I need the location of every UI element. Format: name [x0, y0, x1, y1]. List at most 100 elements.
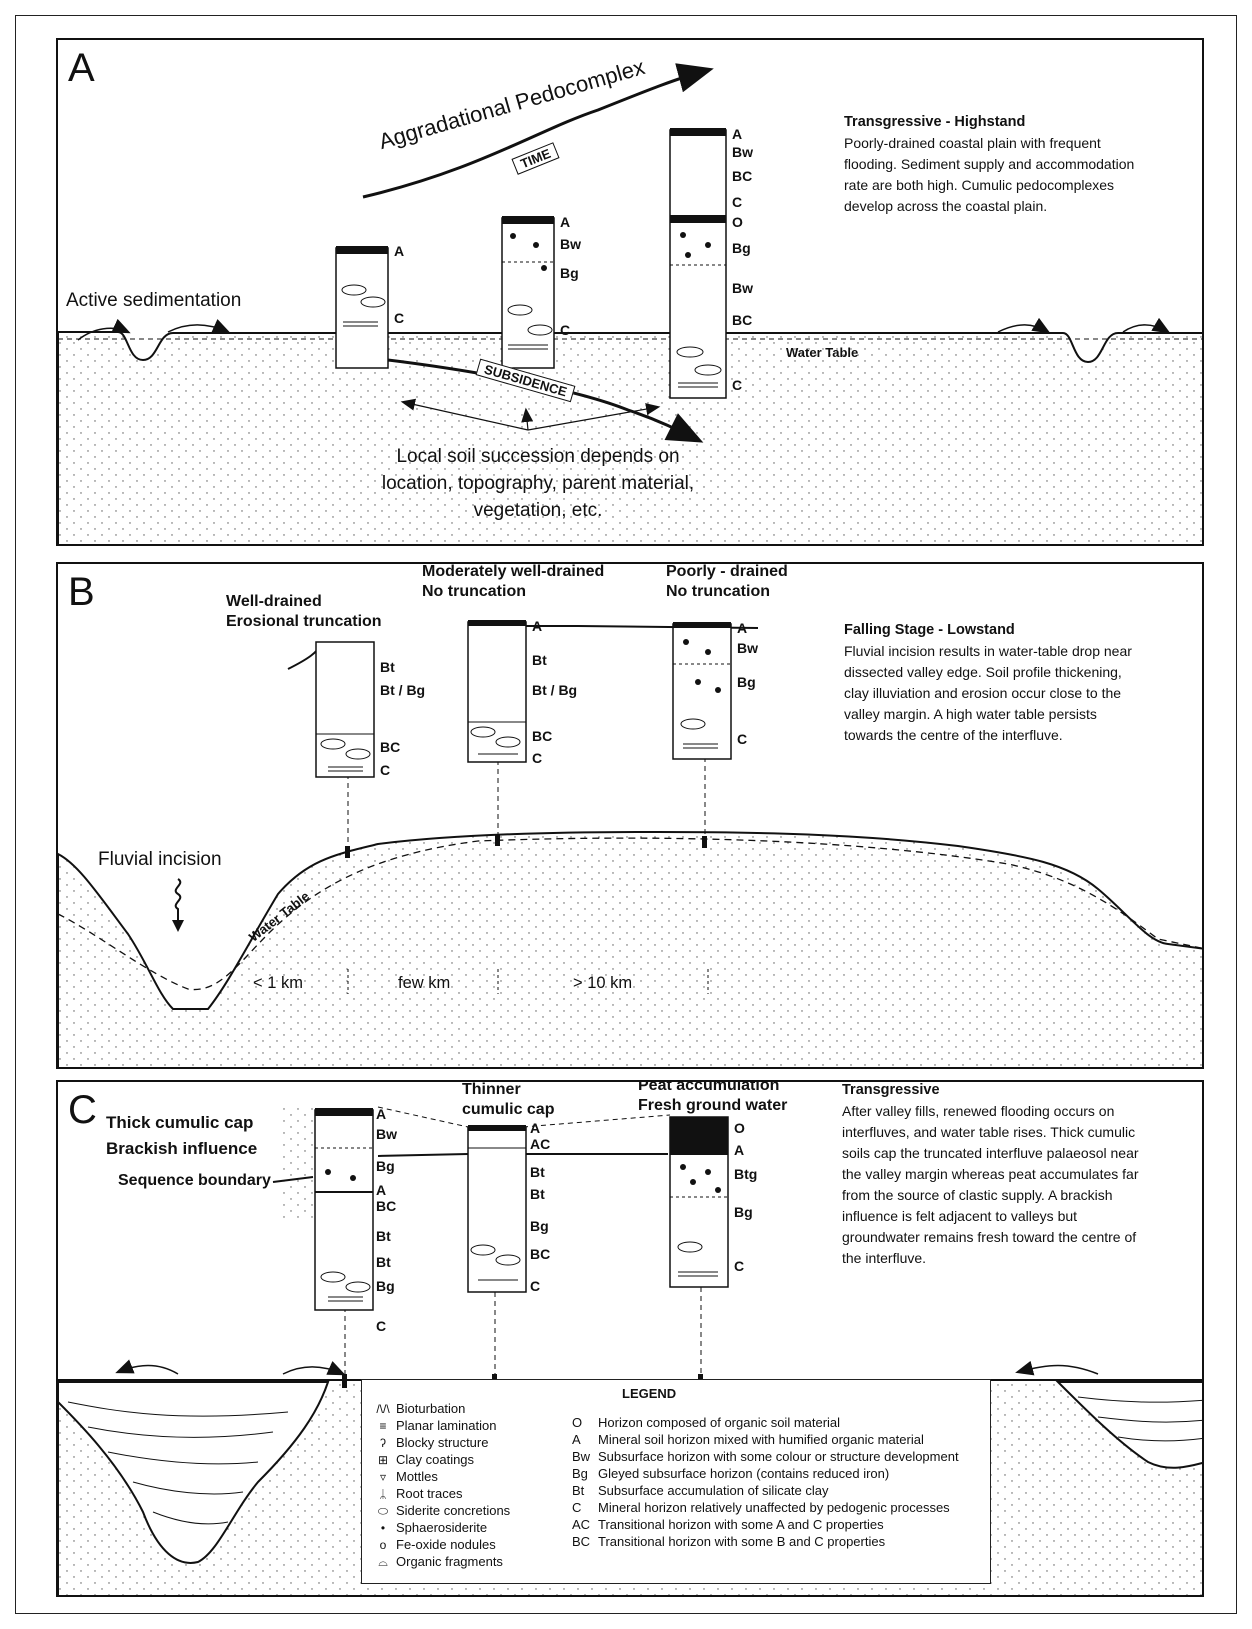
bioturbation-icon: /\/\	[376, 1402, 390, 1416]
organic-fragment-icon: ⌓	[378, 1555, 388, 1569]
distance-1: < 1 km	[253, 974, 303, 992]
soil-column-3	[669, 128, 727, 399]
clay-coating-icon: ⊞	[377, 1453, 389, 1467]
horizon-label: Bw	[560, 236, 581, 252]
horizon-label: Bw	[376, 1126, 397, 1142]
water-table-line	[58, 837, 1202, 991]
horizon-label: BC	[532, 728, 553, 744]
aggradation-arrow	[362, 63, 714, 199]
horizon-label: A	[530, 1120, 541, 1136]
horizon-label: Btg	[734, 1166, 758, 1182]
ground-surface	[58, 331, 1202, 544]
soil-column-c2	[467, 1125, 527, 1293]
legend-box: LEGEND /\/\Bioturbation ≡Planar laminati…	[361, 1379, 991, 1584]
horizon-label: Bt / Bg	[380, 682, 426, 698]
siderite-icon: ⬭	[377, 1504, 389, 1518]
sequence-boundary-label: Sequence boundary	[118, 1172, 271, 1189]
horizon-label: A	[376, 1106, 387, 1122]
horizon-label: C	[560, 322, 571, 338]
horizon-label: O	[734, 1120, 745, 1136]
distance-2: few km	[398, 974, 451, 992]
horizon-label: Bg	[530, 1218, 549, 1234]
sphaerosiderite-icon: •	[380, 1521, 386, 1535]
soil-column-1	[335, 246, 389, 369]
blocky-icon: ʔ	[380, 1436, 386, 1450]
soil-column-b1	[315, 641, 375, 778]
horizon-label: A	[394, 243, 405, 259]
horizon-label: Bg	[732, 240, 751, 256]
panel-b-drawing	[58, 620, 1202, 1067]
fe-oxide-icon: o	[379, 1538, 387, 1552]
figure-frame	[15, 15, 1237, 1614]
horizon-label: A	[560, 214, 571, 230]
legend-item: ▿Mottles	[370, 1468, 510, 1485]
left-valley-fill	[58, 1381, 330, 1564]
soil-column-2	[501, 216, 555, 369]
horizon-label: Bt / Bg	[532, 682, 578, 698]
horizon-label: C	[737, 731, 748, 747]
panel-a-drawing	[58, 63, 1202, 544]
legend-item: ≡Planar lamination	[370, 1417, 510, 1434]
soil-column-c3	[669, 1116, 729, 1288]
horizon-label: BC	[732, 168, 753, 184]
horizon-label: Bw	[732, 280, 753, 296]
distance-3: > 10 km	[573, 974, 633, 992]
legend-item: ⌓Organic fragments	[370, 1553, 510, 1570]
horizon-label: C	[380, 762, 391, 778]
legend-item: ⬭Siderite concretions	[370, 1502, 510, 1519]
horizon-label: C	[732, 377, 743, 393]
soil-column-b2	[467, 620, 527, 763]
horizon-label: A	[532, 618, 543, 634]
horizon-label: BC	[530, 1246, 551, 1262]
soil-column-c1	[314, 1108, 374, 1311]
legend-item: /\/\Bioturbation	[370, 1400, 510, 1417]
horizon-label: Bw	[732, 144, 753, 160]
mottle-icon: ▿	[379, 1470, 387, 1484]
subsidence-arrow	[362, 355, 704, 443]
horizon-label: O	[732, 214, 743, 230]
legend-item: ⊞Clay coatings	[370, 1451, 510, 1468]
fluvial-incision-label: Fluvial incision	[98, 849, 222, 870]
horizon-label: BC	[380, 739, 401, 755]
horizon-label: C	[530, 1278, 541, 1294]
horizon-label: C	[532, 750, 543, 766]
water-table-label: Water Table	[786, 345, 859, 360]
horizon-label: Bw	[737, 640, 758, 656]
horizon-label: BC	[376, 1198, 397, 1214]
horizon-label: Bt	[530, 1186, 545, 1202]
soil-column-b3	[672, 622, 732, 760]
panel-a: A Aggradational Pedocomplex TIME SUBSIDE…	[56, 38, 1204, 546]
horizon-label: A	[376, 1182, 387, 1198]
horizon-label: BC	[732, 312, 753, 328]
horizon-label: C	[734, 1258, 745, 1274]
panel-c-label: C	[68, 1088, 97, 1132]
horizon-label: Bt	[376, 1254, 391, 1270]
horizon-label: A	[732, 126, 743, 142]
horizon-label: C	[732, 194, 743, 210]
horizon-label: Bg	[560, 265, 579, 281]
horizon-label: Bt	[380, 659, 395, 675]
root-trace-icon: ᛦ	[379, 1487, 387, 1501]
horizon-label: Bg	[376, 1278, 395, 1294]
